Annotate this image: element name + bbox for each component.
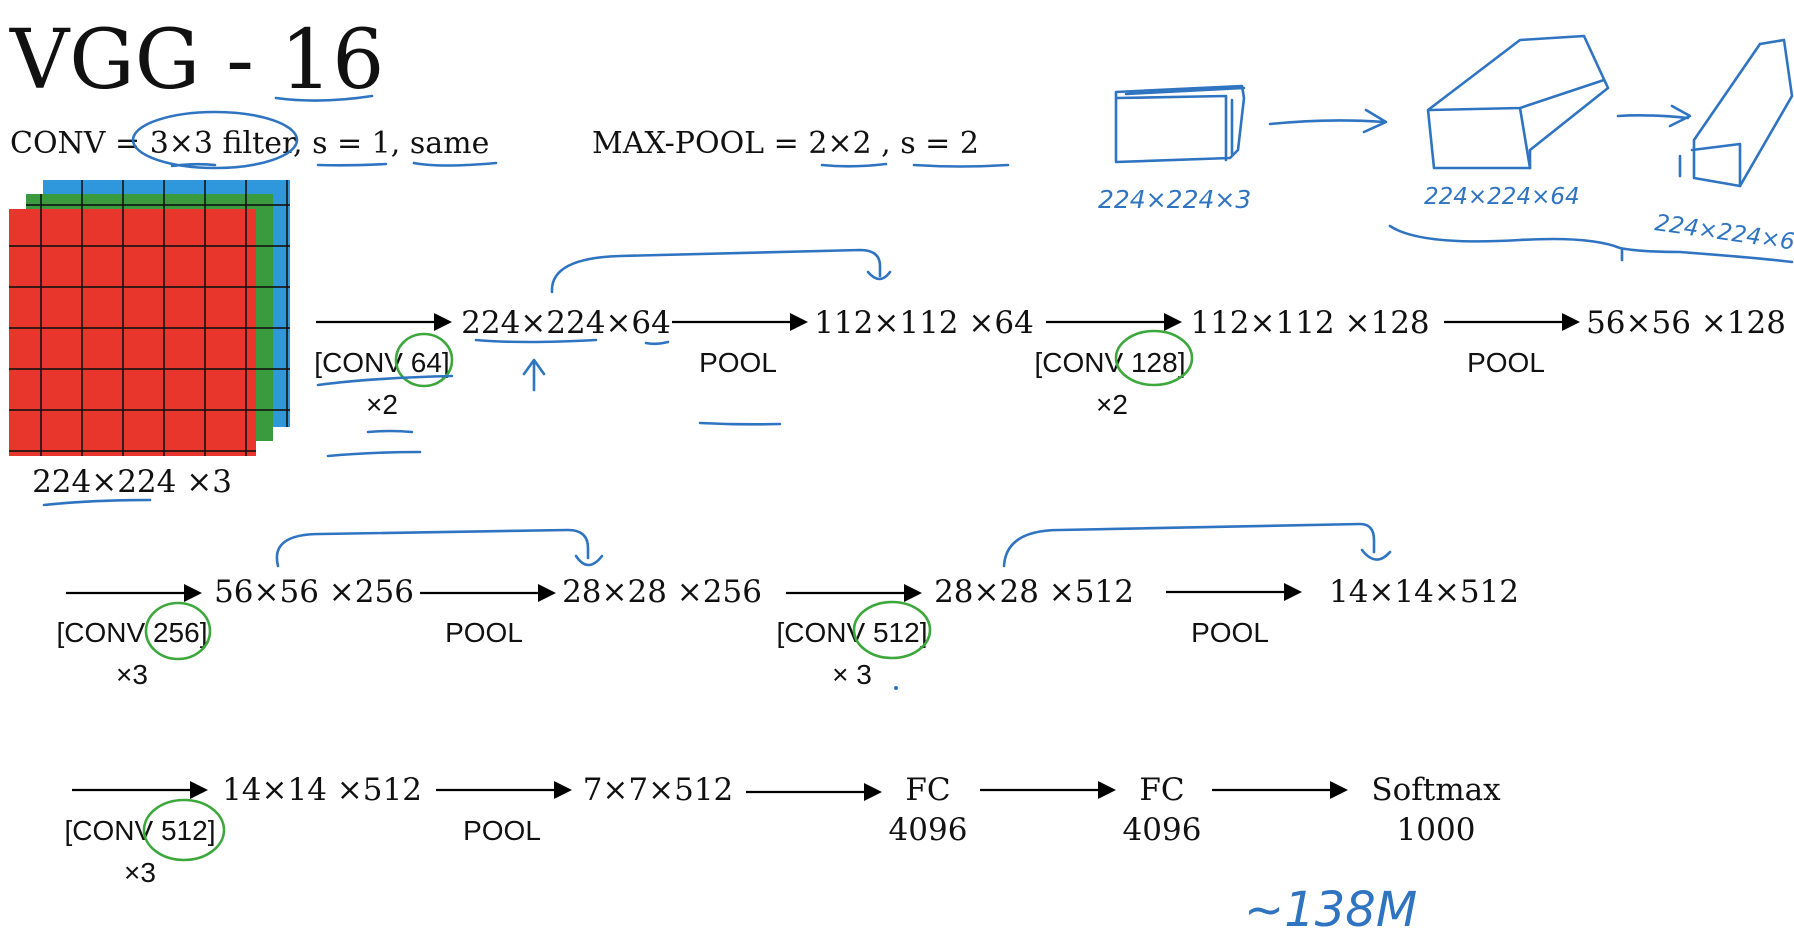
rep64-underline xyxy=(366,429,414,434)
conv-op-256: [CONV 256] xyxy=(57,617,208,648)
vol-14x14x512: 14×14×512 xyxy=(1329,574,1519,610)
conv-filter: 3×3 filter xyxy=(150,126,297,161)
hand-vol-a: 224×224×3 xyxy=(1098,185,1251,214)
pool-label-3: POOL xyxy=(445,617,523,648)
vol1-underline-2 xyxy=(644,340,670,346)
arrow-r2-2 xyxy=(420,584,556,602)
conv-definition: CONV = 3×3 filter, s = 1, same xyxy=(10,126,489,161)
vol-224x224x64: 224×224×64 xyxy=(461,305,671,341)
conv-rep-512a: × 3 xyxy=(832,659,872,690)
sketch-volume-3-edges xyxy=(1678,142,1742,188)
vol-112x112x128: 112×112 ×128 xyxy=(1190,305,1429,341)
circle-256 xyxy=(144,601,212,661)
conv-op-512b: [CONV 512] xyxy=(65,815,216,846)
softmax-label: Softmax xyxy=(1371,772,1501,808)
vol-112x112x64: 112×112 ×64 xyxy=(814,305,1034,341)
conv-rep-512b: ×3 xyxy=(124,857,156,888)
title-underline xyxy=(274,94,374,102)
params-annotation: ~138M xyxy=(1244,882,1417,938)
input-label: 224×224 ×3 xyxy=(32,464,232,500)
arrow-r3-1 xyxy=(72,781,208,799)
sketch-arrow-1 xyxy=(1268,108,1388,134)
brace-pool1 xyxy=(550,248,892,294)
hand-vol-c: 224×224×64 xyxy=(1653,210,1794,257)
up-arrow-icon xyxy=(522,358,546,392)
sketch-volume-2 xyxy=(1426,34,1610,170)
pool-stride: s = 2 xyxy=(900,126,979,161)
sketch-volume-3 xyxy=(1692,38,1794,188)
same-underline xyxy=(412,161,498,167)
sketch-volume-1-edges xyxy=(1116,86,1246,162)
circle-512b xyxy=(142,798,226,862)
arrow-r2-1 xyxy=(66,584,202,602)
fc1-label: FC xyxy=(905,772,950,808)
pool-label-1: POOL xyxy=(699,347,777,378)
sketch-volume-1 xyxy=(1114,84,1246,164)
pool-label-4: POOL xyxy=(1191,617,1269,648)
arrow-r3-3 xyxy=(746,783,882,801)
vol1-underline xyxy=(474,338,598,344)
sketch-volume-2-edges xyxy=(1428,78,1606,170)
circle-128 xyxy=(1114,329,1194,387)
sketch-brace xyxy=(1388,224,1794,264)
brace-pool3 xyxy=(275,528,604,568)
conv-op-512a: [CONV 512] xyxy=(777,617,928,648)
sketch-volumes xyxy=(1114,34,1794,264)
vol-14x14x512-b: 14×14 ×512 xyxy=(222,772,422,808)
conv-rep-64: ×2 xyxy=(366,389,398,420)
vol-28x28x512: 28×28 ×512 xyxy=(934,574,1134,610)
pool-stride-underline xyxy=(912,163,1010,168)
conv-padding: same xyxy=(410,126,489,161)
pool-size-underline xyxy=(820,162,888,168)
arrow-r1-2 xyxy=(672,313,808,331)
title: VGG - 16 xyxy=(9,13,384,108)
conv-rep-128: ×2 xyxy=(1096,389,1128,420)
fc1-units: 4096 xyxy=(889,812,968,848)
arrow-r1-1 xyxy=(316,313,452,331)
pool-label-5: POOL xyxy=(463,815,541,846)
circle-64 xyxy=(394,332,454,388)
input-underline xyxy=(42,498,152,507)
conv-op-64: [CONV 64] xyxy=(314,347,449,378)
circle-512a xyxy=(852,600,932,660)
rep64-underline-2 xyxy=(326,450,422,458)
conv-rep-256: ×3 xyxy=(116,659,148,690)
softmax-units: 1000 xyxy=(1397,812,1476,848)
conv64-underline xyxy=(316,374,454,387)
vol-56x56x256: 56×56 ×256 xyxy=(214,574,414,610)
vol-28x28x256: 28×28 ×256 xyxy=(562,574,762,610)
conv-stride: s = 1 xyxy=(312,126,391,161)
ink-dot xyxy=(894,686,898,690)
hand-vol-b: 224×224×64 xyxy=(1424,184,1580,210)
arrow-r3-2 xyxy=(436,781,572,799)
stride-underline xyxy=(316,162,388,167)
pool-label-2: POOL xyxy=(1467,347,1545,378)
fc2-label: FC xyxy=(1139,772,1184,808)
vol-56x56x128: 56×56 ×128 xyxy=(1586,305,1786,341)
arrow-r1-3 xyxy=(1046,313,1182,331)
vol-7x7x512: 7×7×512 xyxy=(583,772,734,808)
input-volume xyxy=(9,180,290,456)
filter-underline xyxy=(170,162,217,168)
conv-op-128: [CONV 128] xyxy=(1035,347,1186,378)
fc2-units: 4096 xyxy=(1123,812,1202,848)
pool-definition: MAX-POOL = 2×2 , s = 2 xyxy=(592,126,979,161)
pool1-underline xyxy=(698,421,782,426)
arrow-r1-4 xyxy=(1444,313,1580,331)
arrow-r2-3 xyxy=(786,584,922,602)
arrow-r3-4 xyxy=(980,781,1116,799)
pool-size: 2×2 xyxy=(808,126,871,161)
channel-red-grid xyxy=(9,209,256,456)
brace-pool4 xyxy=(1002,522,1392,568)
sketch-arrow-2 xyxy=(1616,104,1692,128)
filter-circle xyxy=(131,110,299,170)
arrow-r3-5 xyxy=(1212,781,1348,799)
arrow-r2-4 xyxy=(1166,583,1302,601)
